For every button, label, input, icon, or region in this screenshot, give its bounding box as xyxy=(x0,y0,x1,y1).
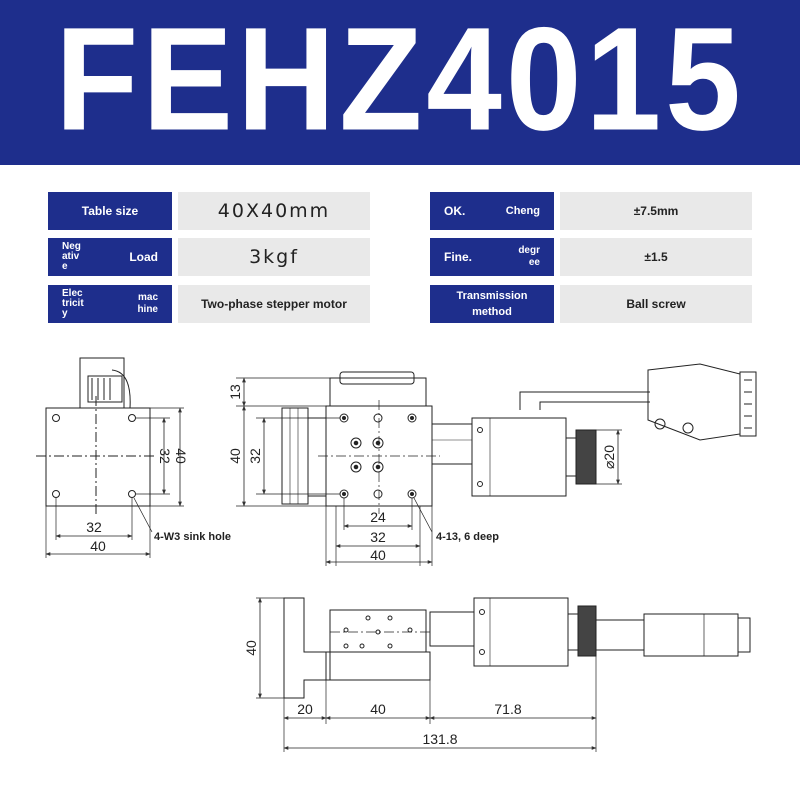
l-bracket xyxy=(283,597,331,699)
spec-label-text-b: Cheng xyxy=(505,205,540,217)
title-banner: FEHZ4015 xyxy=(0,0,800,165)
side-connector-pins xyxy=(737,617,751,653)
dim-32-horizontal: 32 xyxy=(370,529,386,545)
knob-shaft xyxy=(565,437,577,477)
spec-label-text-b: degree xyxy=(518,245,540,268)
table-holes xyxy=(339,413,417,499)
dim-20: 20 xyxy=(297,701,313,717)
cable xyxy=(111,369,131,409)
spec-label-ok-cheng: OK. Cheng xyxy=(430,192,554,230)
dim-13: 13 xyxy=(227,384,243,400)
spec-label-fine-degree: Fine. degree xyxy=(430,238,554,276)
spec-label-text-b: machine xyxy=(137,292,158,315)
dim-32-vertical: 32 xyxy=(157,448,173,464)
left-view-labels: 32 40 32 40 4-W3 sink hole xyxy=(86,448,231,554)
spec-label-text-a: Negative xyxy=(62,241,81,272)
spec-value-motor: Two-phase stepper motor xyxy=(178,285,370,323)
spec-label-electricity-machine: Electricity machine xyxy=(48,285,172,323)
table-side xyxy=(307,417,327,497)
top-bracket-lip xyxy=(339,371,415,385)
side-motor xyxy=(473,597,569,667)
spec-label-text-a: OK. xyxy=(444,204,466,218)
dim-24: 24 xyxy=(370,509,386,525)
connector-body xyxy=(79,357,125,409)
product-model-title: FEHZ4015 xyxy=(55,0,745,161)
side-view xyxy=(256,597,751,752)
screw-housing xyxy=(431,423,473,465)
spec-label-text: Transmission method xyxy=(456,290,528,318)
note-tapped-hole: 4-13, 6 deep xyxy=(436,531,499,543)
sink-hole xyxy=(128,490,136,498)
motor-cable xyxy=(519,391,650,410)
side-knob-shaft xyxy=(567,613,579,651)
top-bracket xyxy=(329,377,427,407)
note-sink-hole: 4-W3 sink hole xyxy=(154,531,231,543)
connector-inner xyxy=(87,375,123,403)
left-flange xyxy=(281,407,309,505)
side-screw-housing xyxy=(429,611,475,647)
side-connector xyxy=(643,613,739,657)
top-view-labels: 13 40 32 24 32 40 ⌀20 4-13, 6 deep xyxy=(227,384,617,563)
spec-label-text-a: Fine. xyxy=(444,250,473,264)
sink-hole xyxy=(128,414,136,422)
top-view xyxy=(236,363,757,566)
spec-value-precision: ±1.5 xyxy=(560,238,752,276)
plate-outline xyxy=(45,407,151,507)
dim-40-vertical: 40 xyxy=(173,448,189,464)
left-view xyxy=(36,357,184,558)
side-view-labels: 40 20 40 71.8 131.8 xyxy=(243,640,522,747)
dim-131-8: 131.8 xyxy=(422,731,457,747)
spec-label-text-a: Electricity xyxy=(62,288,84,319)
adjust-knob xyxy=(575,429,597,485)
sink-hole xyxy=(52,414,60,422)
dim-40-horizontal: 40 xyxy=(90,538,106,554)
dim-40-horizontal: 40 xyxy=(370,701,386,717)
spec-label-negative-load: Negative Load xyxy=(48,238,172,276)
spec-value-travel: ±7.5mm xyxy=(560,192,752,230)
stepper-motor xyxy=(471,417,567,497)
dim-phi20: ⌀20 xyxy=(601,445,617,469)
spec-label-table-size: Table size xyxy=(48,192,172,230)
dim-71-8: 71.8 xyxy=(494,701,521,717)
spec-value-load: 3kgf xyxy=(178,238,370,276)
side-base xyxy=(325,651,431,681)
side-holes xyxy=(343,615,413,649)
spec-value-transmission: Ball screw xyxy=(560,285,752,323)
sink-hole xyxy=(52,490,60,498)
spec-value-table-size: 40X40mm xyxy=(178,192,370,230)
dim-32-horizontal: 32 xyxy=(86,519,102,535)
spec-label-text-b: Load xyxy=(129,250,158,264)
dim-32-vertical: 32 xyxy=(247,448,263,464)
d-sub-shell xyxy=(739,371,757,437)
dim-40-vertical: 40 xyxy=(243,640,259,656)
side-knob xyxy=(577,605,597,657)
spec-label-transmission: Transmission method xyxy=(430,285,554,323)
dim-40-horizontal: 40 xyxy=(370,547,386,563)
spec-label-text: Table size xyxy=(81,204,139,218)
dim-40-vertical: 40 xyxy=(227,448,243,464)
